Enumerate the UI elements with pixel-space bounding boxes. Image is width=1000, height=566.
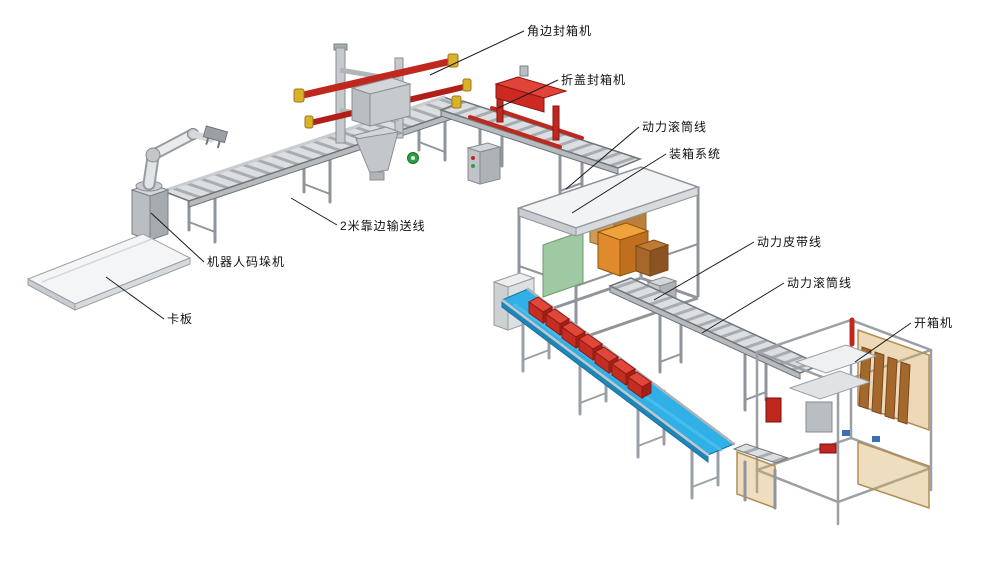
red-beam-upper: [298, 57, 453, 100]
label-pallet: 卡板: [167, 312, 194, 326]
leader-lines: [105, 30, 912, 363]
label-packing-system: 装箱系统: [669, 147, 722, 161]
label-edge-conveyor: 2米靠边输送线: [340, 219, 426, 233]
label-power-roller-line-2: 动力滚筒线: [787, 276, 853, 290]
green-panel: [542, 230, 584, 298]
label-case-erector: 开箱机: [914, 316, 954, 330]
hopper-body: [355, 131, 399, 174]
red-product-boxes: [528, 296, 652, 399]
flap-sealer-and-roller-line: [438, 65, 643, 202]
corner-sealer-machine: [293, 43, 472, 181]
carton-magazine: [858, 346, 911, 425]
power-belt-conveyor: [500, 287, 736, 500]
label-robot-palletizer: 机器人码垛机: [207, 255, 286, 269]
robot-shoulder-joint: [145, 147, 161, 163]
label-corner-sealer: 角边封箱机: [527, 24, 593, 38]
control-cabinet: [466, 142, 502, 185]
roller-legs: [658, 305, 768, 412]
label-flap-sealer: 折盖封箱机: [561, 73, 627, 87]
label-power-roller-line-1: 动力滚筒线: [642, 120, 708, 134]
label-power-belt-line: 动力皮带线: [757, 235, 823, 249]
robot-gripper: [202, 125, 229, 149]
case-erector-machine: [732, 317, 933, 526]
pallet-board: [26, 233, 192, 311]
robot-palletizer-machine: [130, 125, 229, 241]
red-unit: [765, 397, 782, 423]
erector-outfeed: [732, 443, 790, 464]
